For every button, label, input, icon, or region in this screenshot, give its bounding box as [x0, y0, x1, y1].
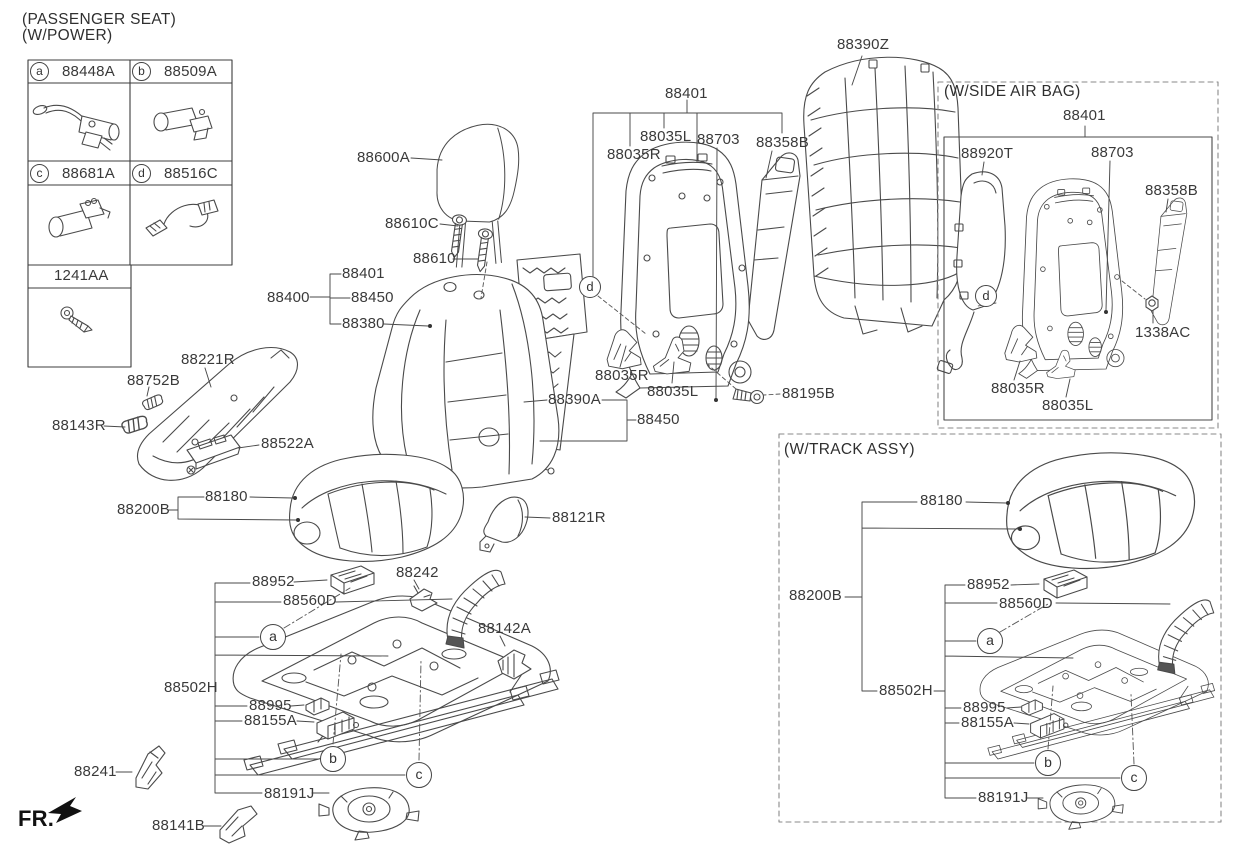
part-label-88610c: 88610C [385, 215, 439, 232]
side-airbag-box-title: (W/SIDE AIR BAG) [944, 83, 1081, 100]
fr-label: FR. [18, 806, 55, 831]
callout-b-track: b [1035, 750, 1061, 776]
callout-a-track: a [977, 628, 1003, 654]
part-label-88703: 88703 [697, 131, 740, 148]
part-label-88450-low: 88450 [637, 411, 680, 428]
leader-lines [103, 55, 1171, 827]
page-title-line2: (W/POWER) [22, 27, 113, 44]
part-label-88401-frame: 88401 [665, 85, 708, 102]
legend-part-1241aa: 1241AA [54, 267, 109, 284]
part-label-88401-group: 88401 [342, 265, 385, 282]
part-label-88035l-airbag: 88035L [1042, 397, 1094, 414]
part-label-88358b-airbag: 88358B [1145, 182, 1198, 199]
part-label-88920t: 88920T [961, 145, 1014, 162]
part-label-88155a-track: 88155A [961, 714, 1014, 731]
headrest-drawing [436, 123, 520, 268]
legend-callout-c: c [30, 164, 49, 183]
part-label-88390z: 88390Z [837, 36, 890, 53]
part-label-88035l-low: 88035L [647, 383, 699, 400]
part-label-88995-track: 88995 [963, 699, 1006, 716]
part-label-88358b: 88358B [756, 134, 809, 151]
part-label-88502h: 88502H [164, 679, 218, 696]
part-label-88502h-track: 88502H [879, 682, 933, 699]
page-title-line1: (PASSENGER SEAT) [22, 11, 177, 28]
legend-table-grid [27, 59, 233, 368]
part-label-88035l-top: 88035L [640, 128, 692, 145]
part-label-88180: 88180 [205, 488, 248, 505]
nut-drawing [1145, 295, 1159, 312]
part-label-88752b: 88752B [127, 372, 180, 389]
fr-direction-arrow [48, 797, 82, 823]
legend-part-88509a: 88509A [164, 63, 217, 80]
side-strip-drawing [747, 152, 801, 340]
legend-part-drawings [31, 103, 219, 333]
part-label-88195b: 88195B [782, 385, 835, 402]
part-label-88035r-airbag: 88035R [991, 380, 1045, 397]
part-label-88600a: 88600A [357, 149, 410, 166]
part-label-88191j-track: 88191J [978, 789, 1029, 806]
part-label-88221r: 88221R [181, 351, 235, 368]
track-box-drawings [778, 433, 1222, 830]
legend-callout-d: d [132, 164, 151, 183]
part-label-88200b-track: 88200B [789, 587, 842, 604]
callout-c-track: c [1121, 765, 1147, 791]
part-label-88191j: 88191J [264, 785, 315, 802]
part-label-88141b: 88141B [152, 817, 205, 834]
callout-a-main: a [260, 624, 286, 650]
callout-d-airbag: d [975, 285, 997, 307]
callout-c-main: c [406, 762, 432, 788]
track-assy-box-title: (W/TRACK ASSY) [784, 441, 915, 458]
screw-drawing [60, 306, 93, 333]
legend-part-88448a: 88448A [62, 63, 115, 80]
part-label-88180-track: 88180 [920, 492, 963, 509]
part-label-88560d-track: 88560D [999, 595, 1053, 612]
part-label-88610: 88610 [413, 250, 456, 267]
part-label-88200b: 88200B [117, 501, 170, 518]
back-panel-drawing [803, 56, 964, 335]
part-label-88522a: 88522A [261, 435, 314, 452]
part-label-88241: 88241 [74, 763, 117, 780]
part-label-88035r-top: 88035R [607, 146, 661, 163]
part-label-88952: 88952 [252, 573, 295, 590]
part-label-88401-airbag: 88401 [1063, 107, 1106, 124]
dash-dot-lines [283, 587, 1135, 765]
part-label-88400: 88400 [267, 289, 310, 306]
part-label-88143r: 88143R [52, 417, 106, 434]
part-label-88142a: 88142A [478, 620, 531, 637]
cushion-drawing-main [288, 453, 465, 562]
airbag-box-drawings [936, 81, 1219, 429]
callout-b-main: b [320, 746, 346, 772]
legend-part-88516c: 88516C [164, 165, 218, 182]
part-label-88121r: 88121R [552, 509, 606, 526]
part-label-88380: 88380 [342, 315, 385, 332]
part-label-88995: 88995 [249, 697, 292, 714]
legend-callout-b: b [132, 62, 151, 81]
part-label-1338ac: 1338AC [1135, 324, 1191, 341]
callout-d-main: d [579, 276, 601, 298]
legend-part-88681a: 88681A [62, 165, 115, 182]
part-label-88242: 88242 [396, 564, 439, 581]
inner-cover-drawing [479, 496, 529, 553]
part-label-88952-track: 88952 [967, 576, 1010, 593]
part-label-88390a: 88390A [548, 391, 601, 408]
part-label-88450-group: 88450 [351, 289, 394, 306]
part-label-88155a: 88155A [244, 712, 297, 729]
legend-callout-a: a [30, 62, 49, 81]
part-label-88703-airbag: 88703 [1091, 144, 1134, 161]
part-label-88035r-low: 88035R [595, 367, 649, 384]
part-label-88560d: 88560D [283, 592, 337, 609]
